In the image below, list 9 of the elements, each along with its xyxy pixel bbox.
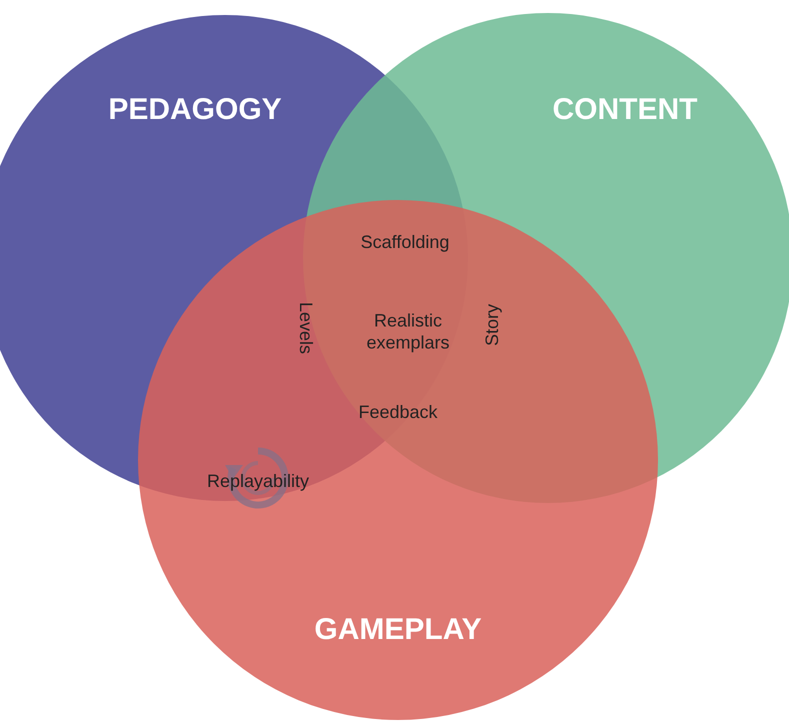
overlap-label: Feedback: [357, 402, 439, 424]
overlap-label: Levels: [294, 300, 316, 356]
circle-title: GAMEPLAY: [314, 613, 482, 647]
overlap-label: Replayability: [206, 471, 310, 493]
circle-title: CONTENT: [552, 93, 698, 127]
overlap-label: Story: [482, 303, 504, 348]
circle-title: PEDAGOGY: [108, 93, 282, 127]
overlap-label: Realistic exemplars: [365, 310, 451, 354]
overlap-label: Scaffolding: [360, 232, 450, 254]
